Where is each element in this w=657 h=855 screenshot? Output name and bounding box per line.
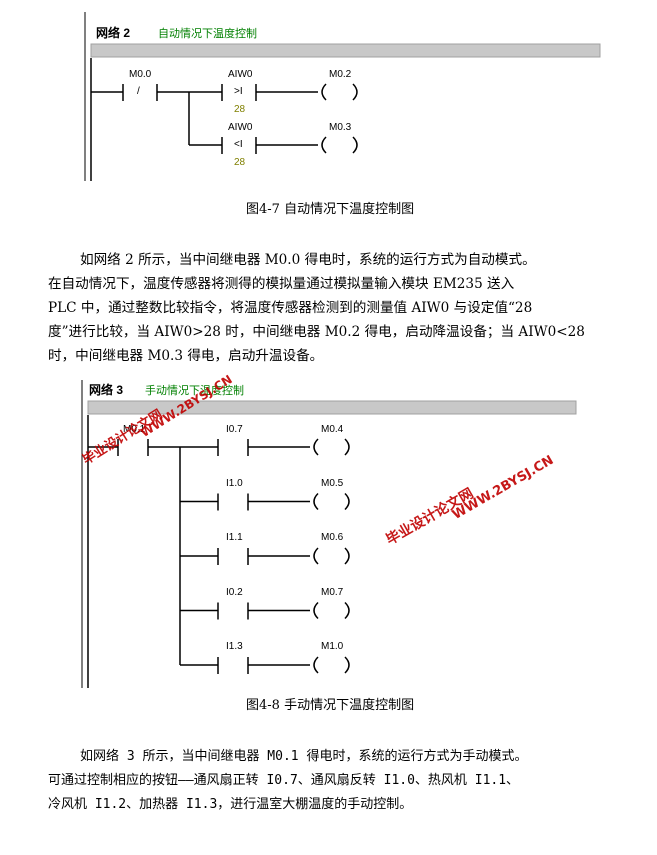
- network3-rung: [180, 547, 350, 565]
- network2-contact-label: M0.0: [129, 69, 152, 80]
- network2-comment-bar: [90, 43, 601, 58]
- figure2-caption: 图4-8 手动情况下温度控制图: [246, 698, 415, 713]
- network2-comment: 自动情况下温度控制: [158, 27, 257, 40]
- network3-input-label: I1.1: [226, 532, 243, 543]
- network2-rung1-operand: AIW0: [228, 69, 253, 80]
- paragraph2-line: 可通过控制相应的按钮——通风扇正转 I0.7、通风扇反转 I1.0、热风机 I1…: [48, 773, 520, 788]
- network3-rung: [180, 656, 350, 674]
- network3-input-label: I0.2: [226, 587, 243, 598]
- network2-rung2-operand: AIW0: [228, 122, 253, 133]
- network3-input-label: I1.0: [226, 478, 243, 489]
- network3-contact-label: M0.1: [123, 424, 146, 435]
- paragraph1-line: 在自动情况下，温度传感器将测得的模拟量通过模拟量输入模块 EM235 送入: [48, 276, 515, 292]
- network2-rung1-coil: M0.2: [329, 69, 352, 80]
- network2-rung1-value: 28: [234, 104, 246, 115]
- network3-coil-label: M0.6: [321, 532, 344, 543]
- paragraph1-line: 度”进行比较，当 AIW0>28 时，中间继电器 M0.2 得电，启动降温设备；…: [48, 324, 585, 340]
- network2-rung2-coil: M0.3: [329, 122, 352, 133]
- network3-input-label: I0.7: [226, 424, 243, 435]
- figure1-caption: 图4-7 自动情况下温度控制图: [246, 202, 415, 217]
- paragraph1-line: 如网络 2 所示，当中间继电器 M0.0 得电时，系统的运行方式为自动模式。: [80, 252, 536, 268]
- network3-comment-bar: [87, 400, 577, 415]
- network2-rung2-wire: [188, 92, 358, 154]
- network2-rung1-op: >I: [234, 86, 243, 97]
- paragraph1-line: 时，中间继电器 M0.3 得电，启动升温设备。: [48, 348, 324, 364]
- paragraph1-line: PLC 中，通过整数比较指令，将温度传感器检测到的测量值 AIW0 与设定值“2…: [48, 300, 533, 316]
- network3-rungs: [180, 438, 350, 674]
- network2-title: 网络 2: [96, 26, 131, 40]
- paragraph2-line: 冷风机 I1.2、加热器 I1.3，进行温室大棚温度的手动控制。: [48, 797, 413, 812]
- network3-coil-label: M0.5: [321, 478, 344, 489]
- network3-coil-label: M0.4: [321, 424, 344, 435]
- network2-rung2-op: <I: [234, 139, 243, 150]
- network2-rung2-value: 28: [234, 157, 246, 168]
- network3-rung: [217, 438, 350, 456]
- network2-rung1-wire: [91, 83, 358, 101]
- network2-contact-symbol: /: [137, 86, 140, 97]
- network3-main-wire: [88, 439, 218, 665]
- network3-input-label: I1.3: [226, 641, 243, 652]
- network3-rung: [180, 601, 350, 620]
- paragraph2-line: 如网络 3 所示，当中间继电器 M0.1 得电时，系统的运行方式为手动模式。: [80, 749, 528, 764]
- network3-rung: [180, 492, 350, 511]
- network3-title: 网络 3: [89, 383, 124, 397]
- network3-comment: 手动情况下温度控制: [145, 384, 244, 397]
- network3-coil-label: M0.7: [321, 587, 344, 598]
- network3-coil-label: M1.0: [321, 641, 344, 652]
